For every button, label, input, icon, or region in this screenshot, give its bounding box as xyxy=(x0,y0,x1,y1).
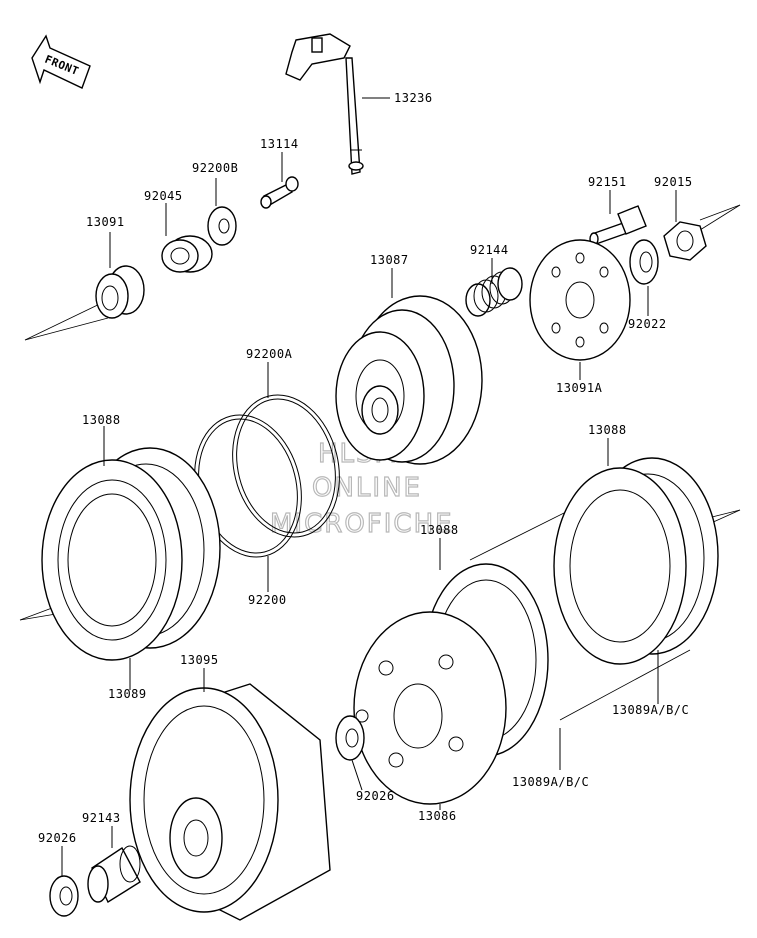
part-label-92151: 92151 xyxy=(588,175,627,189)
bearing-part xyxy=(161,235,213,273)
clutch-housing-part xyxy=(129,683,331,921)
part-label-92143: 92143 xyxy=(82,811,121,825)
leader-lines xyxy=(61,97,677,876)
part-label-92015: 92015 xyxy=(654,175,693,189)
front-arrow-icon: FRONT xyxy=(31,34,91,89)
part-label-13091: 13091 xyxy=(86,215,125,229)
ring-92200a-part xyxy=(232,394,340,538)
pressure-disc-part xyxy=(353,611,507,805)
washer-92026-bottom-part xyxy=(49,875,79,917)
part-label-13236: 13236 xyxy=(394,91,433,105)
watermark-line-2: ONLINE xyxy=(312,473,422,503)
part-label-92200: 92200 xyxy=(248,593,287,607)
washer-92200b-part xyxy=(207,206,237,246)
part-label-13088-left: 13088 xyxy=(82,413,121,427)
part-label-92200b: 92200B xyxy=(192,161,238,175)
part-label-13089abc-right: 13089A/B/C xyxy=(612,703,689,717)
part-label-92026-mid: 92026 xyxy=(356,789,395,803)
part-label-13088-middle: 13088 xyxy=(420,523,459,537)
part-label-13114: 13114 xyxy=(260,137,299,151)
sleeve-part xyxy=(87,845,141,904)
part-label-92022: 92022 xyxy=(628,317,667,331)
nut-part xyxy=(663,221,707,261)
spring-part xyxy=(465,267,523,317)
friction-plate-right-part xyxy=(553,457,719,665)
part-number-labels: 13236 13114 92200B 92045 13091 92151 920… xyxy=(38,91,693,845)
pressure-plate-part xyxy=(529,239,631,361)
friction-plate-left-part xyxy=(41,447,221,661)
washer-92022-part xyxy=(629,239,659,285)
part-label-92026-bottom: 92026 xyxy=(38,831,77,845)
part-label-13088-right: 13088 xyxy=(588,423,627,437)
part-label-13087: 13087 xyxy=(370,253,409,267)
push-rod-pin-part xyxy=(260,176,299,209)
part-label-92045: 92045 xyxy=(144,189,183,203)
part-label-13091a: 13091A xyxy=(556,381,603,395)
washer-92026-mid-part xyxy=(335,715,365,761)
collar-part xyxy=(95,265,145,319)
part-label-13095: 13095 xyxy=(180,653,219,667)
part-label-13089: 13089 xyxy=(108,687,147,701)
part-label-13086: 13086 xyxy=(418,809,457,823)
part-label-92200a: 92200A xyxy=(246,347,293,361)
part-label-92144: 92144 xyxy=(470,243,509,257)
part-label-13089abc-lower: 13089A/B/C xyxy=(512,775,589,789)
bolt-part xyxy=(589,205,647,246)
clutch-hub-part xyxy=(335,295,483,465)
push-lever-shaft-part xyxy=(285,33,364,175)
